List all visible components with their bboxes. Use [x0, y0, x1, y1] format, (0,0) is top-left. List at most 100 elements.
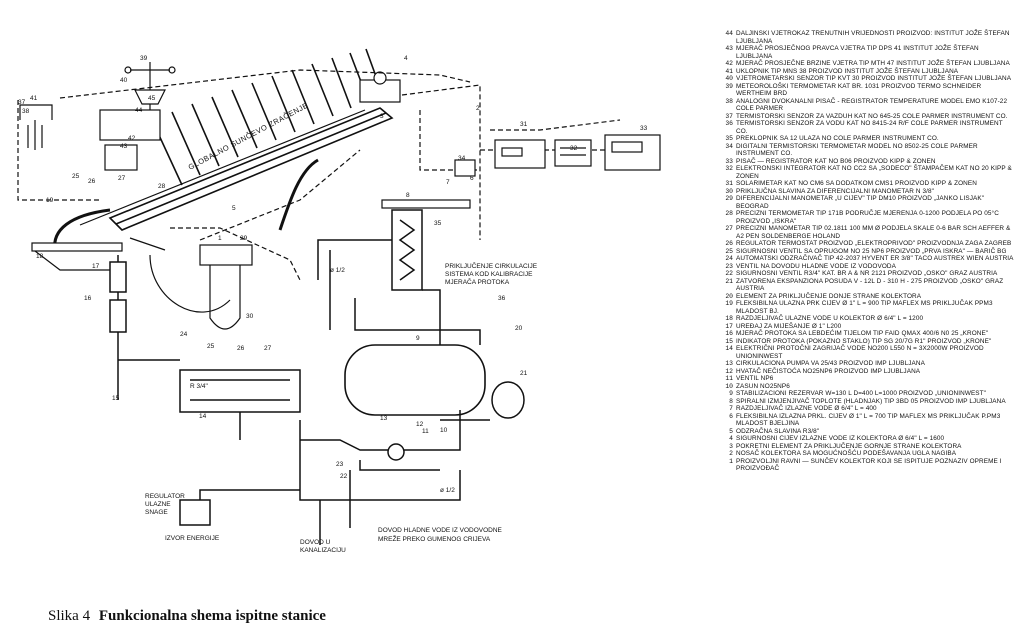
legend-text: Mjerač prosječnog pravca vjetra tip DPS … [736, 45, 979, 60]
legend-text: Spiralni izmjenjivač toplote (hladnjak) … [736, 397, 1006, 405]
legend-item: 10Zasun NO25NP6 [715, 383, 1015, 391]
legend-text: Zatvorena ekspanziona posuda V - 12L D -… [736, 277, 1004, 293]
legend-text: Element za priključenje donje strane kol… [736, 292, 922, 300]
circulation-note-line-1: PRIKLJUČENJE CIRKULACIJE [445, 261, 538, 270]
legend-number: 1 [729, 457, 733, 465]
callout-number: 25 [72, 173, 80, 180]
legend-text: Nosač kolektora sa mogućnošću podešavanj… [736, 450, 957, 457]
manometer-line [149, 254, 231, 313]
circulation-pump [387, 443, 405, 461]
callout-number: 34 [458, 155, 466, 162]
legend-text: Fleksibilna izlazna prkl. cijev ø 1" L =… [736, 412, 1001, 428]
legend-item: 31Solarimetar kat no CM6 sa dodatkom CMS… [715, 180, 1015, 188]
legend-item: 44Daljinski vjetrokaz trenutnih vrijedno… [715, 30, 1015, 45]
callout-number: 20 [515, 325, 523, 332]
legend-item: 8Spiralni izmjenjivač toplote (hladnjak)… [715, 398, 1015, 406]
legend-text: Sigurnosni ventil sa oprugom no 25 NP6 p… [736, 247, 1007, 255]
callout-number: 42 [128, 135, 136, 142]
legend-item: 23Ventil na dovodu hladne vode iz vodovo… [715, 263, 1015, 271]
legend-text: Odzračna slavina R3/8" [736, 427, 820, 435]
legend-item: 18Razdjeljivač ulazne vode u kolektor ø … [715, 315, 1015, 323]
legend-number: 6 [729, 412, 733, 420]
input-switch [454, 159, 476, 177]
power-source-label: IZVOR ENERGIJE [165, 535, 220, 542]
legend-text: Mjerač protoka sa lebdećim tijelom tip F… [736, 330, 989, 337]
legend-text: Razdjeljivač ulazne vode u kolektor ø 6/… [736, 315, 924, 322]
legend-number: 42 [725, 60, 733, 67]
legend-text: Priključna slavina za diferencijalni man… [736, 187, 935, 195]
legend-number: 2 [729, 450, 733, 457]
electric-heater [179, 369, 301, 440]
legend-text: Precizni termometar tip 171B područje mj… [736, 210, 999, 225]
legend-text: Meteorološki termometar kat br. 1031 pro… [736, 82, 982, 98]
legend-item: 24Automatski odzračivač tip 42-2037 Hyve… [715, 255, 1015, 263]
legend-number: 35 [725, 135, 733, 142]
pipe-label-half: ø 1/2 [330, 267, 345, 274]
legend-number: 26 [725, 240, 733, 247]
legend-number: 24 [725, 255, 733, 262]
callout-number: 30 [246, 313, 254, 320]
legend-number: 3 [729, 442, 733, 450]
legend-item: 16Mjerač protoka sa lebdećim tijelom tip… [715, 330, 1015, 338]
inlet-pipe-column [109, 255, 180, 400]
wind-counter-box [104, 144, 138, 171]
legend-item: 7Razdjeljivač izlazne vode ø 6/4" L = 40… [715, 405, 1015, 413]
integrator [554, 139, 592, 167]
callout-number: 36 [498, 295, 506, 302]
legend-item: 29Diferencijalni manometar „U cijev" tip… [715, 195, 1015, 210]
caption-title: Funkcionalna shema ispitne stanice [98, 608, 326, 624]
pipe-label-half-2: ø 1/2 [440, 487, 455, 494]
legend-text: Sigurnosni ventil R3/4" kat. BR A & Nr 2… [736, 270, 998, 277]
legend-number: 30 [725, 187, 733, 195]
callout-number: 18 [36, 253, 44, 260]
callout-number: 27 [118, 175, 126, 182]
legend-number: 11 [725, 375, 733, 382]
callout-number: 7 [446, 179, 450, 186]
legend-text: Preklopnik sa 12 ulaza no Cole Parmer In… [736, 135, 939, 142]
legend-item: 11Ventil NP6 [715, 375, 1015, 383]
callout-number: 14 [199, 413, 207, 420]
legend-item: 22Sigurnosni ventil R3/4" kat. BR A & Nr… [715, 270, 1015, 278]
callout-number: 12 [416, 421, 424, 428]
legend-item: 2Nosač kolektora sa mogućnošću podešavan… [715, 450, 1015, 458]
legend-item: 43Mjerač prosječnog pravca vjetra tip DP… [715, 45, 1015, 60]
power-regulator [179, 499, 211, 526]
legend-number: 4 [729, 435, 733, 442]
legend-item: 21Zatvorena ekspanziona posuda V - 12L D… [715, 278, 1015, 293]
legend-number: 29 [725, 195, 733, 202]
callout-number: 26 [88, 178, 96, 185]
legend-number: 21 [725, 277, 733, 285]
legend-item: 33Pisač — registrator kat no B06 proizvo… [715, 158, 1015, 166]
legend-number: 14 [725, 345, 733, 352]
legend-text: Solarimetar kat no CM6 sa dodatkom CMS1 … [736, 180, 977, 187]
expansion-vessel [491, 381, 525, 419]
legend-number: 38 [725, 97, 733, 105]
legend-text: Digitalni termistorski termometar model … [736, 142, 978, 158]
legend-item: 32Elektronski integrator kat no CC2 sa „… [715, 165, 1015, 180]
collector-base-plate [31, 242, 123, 252]
callout-number: 15 [112, 395, 120, 402]
callout-number: 40 [120, 77, 128, 84]
legend-number: 41 [725, 67, 733, 75]
u-tube-manometer [199, 244, 253, 330]
callout-number: 29 [240, 235, 248, 242]
callout-number: 3 [380, 113, 384, 120]
callout-number: 25 [207, 343, 215, 350]
legend-number: 34 [725, 142, 733, 150]
legend-number: 27 [725, 225, 733, 232]
callout-number: 13 [380, 415, 388, 422]
legend-text: Regulator termostat proizvod „Elektropri… [736, 240, 1012, 247]
legend-number: 10 [725, 382, 733, 390]
legend-number: 44 [725, 30, 733, 37]
storage-tank [344, 344, 486, 416]
callout-number: 24 [180, 331, 188, 338]
legend-text: Ventil na dovodu hladne vode iz vodovoda [736, 262, 897, 270]
base-leg [34, 250, 120, 271]
callout-number: 4 [404, 55, 408, 62]
component-legend: 44Daljinski vjetrokaz trenutnih vrijedno… [715, 30, 1015, 638]
legend-number: 22 [725, 270, 733, 277]
regulator-line-1: REGULATOR [145, 493, 185, 500]
legend-item: 19Fleksibilna ulazna prk cijev ø 1" L = … [715, 300, 1015, 315]
legend-text: Analogni dvokanalni pisač - registrator … [736, 97, 1008, 113]
